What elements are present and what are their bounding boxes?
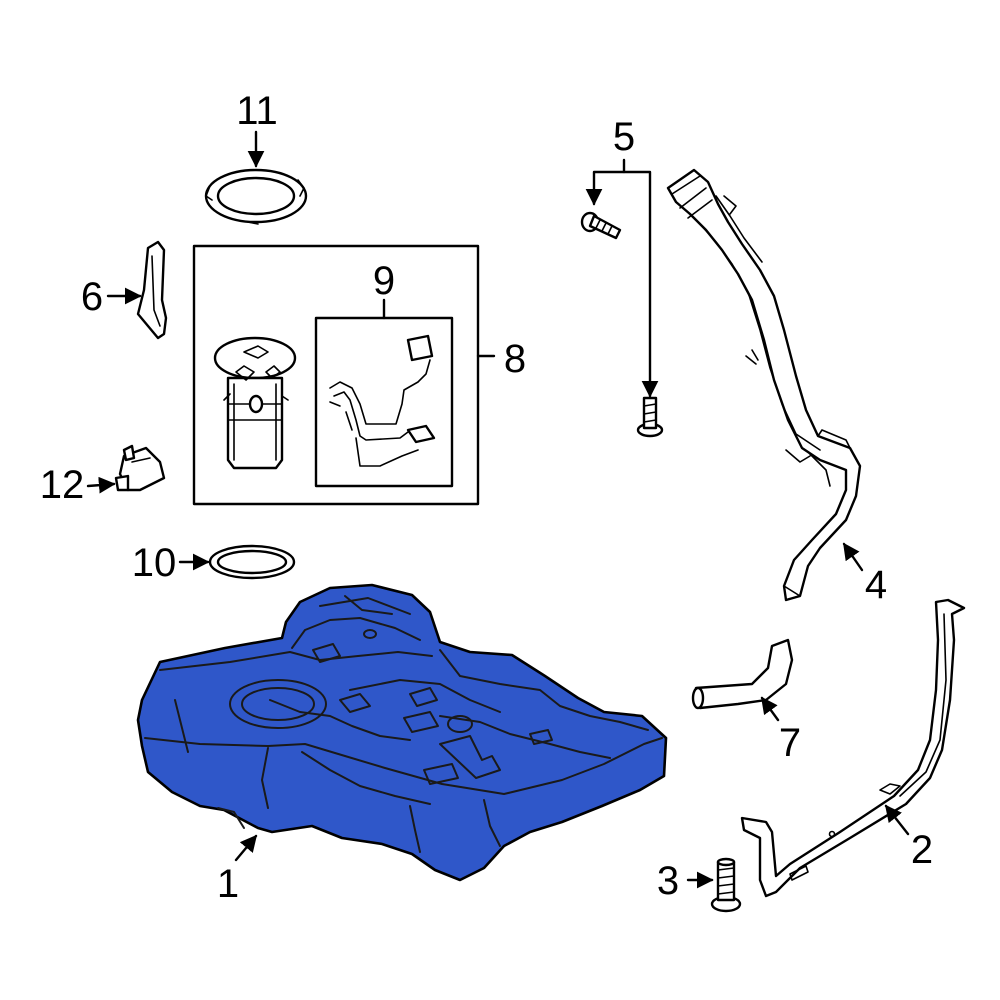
callout-3: 3	[657, 859, 679, 903]
callout-numbers: 1 2 3 4 5 6 7 8 9 10 11 12	[40, 89, 933, 906]
callout-12: 12	[40, 463, 85, 507]
seal-ring-part[interactable]	[208, 544, 296, 580]
filler-pipe-part[interactable]	[666, 168, 862, 602]
callout-9: 9	[373, 259, 395, 303]
fuel-tank-part[interactable]	[136, 583, 668, 882]
tank-strap-part[interactable]	[740, 598, 966, 898]
callout-5: 5	[613, 115, 635, 159]
callout-2: 2	[911, 828, 933, 872]
leader-lines	[86, 130, 910, 889]
bolt-pair-part[interactable]	[580, 211, 664, 438]
lock-ring-part[interactable]	[204, 168, 308, 225]
callout-4: 4	[865, 563, 887, 607]
pump-shield-part[interactable]	[136, 240, 168, 340]
callout-1: 1	[217, 862, 239, 906]
callout-10: 10	[132, 541, 177, 585]
callout-6: 6	[81, 275, 103, 319]
callout-11: 11	[236, 89, 278, 133]
strap-bolt-part[interactable]	[710, 857, 742, 913]
callout-7: 7	[779, 721, 801, 765]
connector-part[interactable]	[114, 444, 166, 492]
vent-hose-part[interactable]	[691, 638, 794, 710]
callout-8: 8	[504, 337, 526, 381]
fuel-level-sender-part[interactable]	[314, 316, 454, 488]
